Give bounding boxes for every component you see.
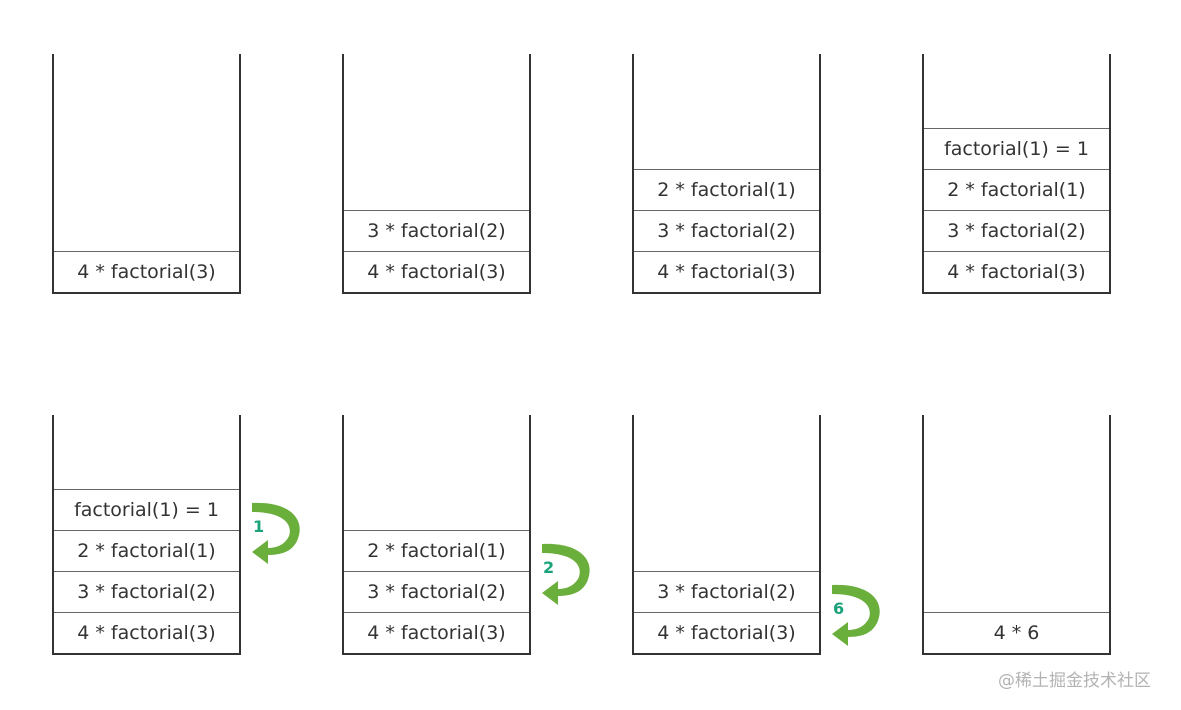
stack-frame: 2 * factorial(1) xyxy=(924,169,1109,210)
call-stack-3: 2 * factorial(1)3 * factorial(2)4 * fact… xyxy=(632,54,821,294)
stack-frame: 4 * factorial(3) xyxy=(634,251,819,292)
stack-frame: 2 * factorial(1) xyxy=(344,530,529,571)
return-value-label: 6 xyxy=(833,599,845,618)
return-arrow-body xyxy=(542,543,590,596)
call-stack-7: 3 * factorial(2)4 * factorial(3) xyxy=(632,415,821,655)
stack-frame: factorial(1) = 1 xyxy=(924,128,1109,169)
return-arrow-head xyxy=(252,540,268,564)
return-arrow-head xyxy=(542,581,558,605)
stack-frame: 4 * factorial(3) xyxy=(924,251,1109,292)
stack-frames: 2 * factorial(1)3 * factorial(2)4 * fact… xyxy=(634,169,819,292)
stack-frame: 3 * factorial(2) xyxy=(54,571,239,612)
stack-frame: 4 * factorial(3) xyxy=(634,612,819,653)
stack-frame: 3 * factorial(2) xyxy=(634,571,819,612)
stack-frame: 4 * factorial(3) xyxy=(54,612,239,653)
call-stack-6: 2 * factorial(1)3 * factorial(2)4 * fact… xyxy=(342,415,531,655)
stack-frames: 4 * factorial(3) xyxy=(54,251,239,292)
stack-frames: 3 * factorial(2)4 * factorial(3) xyxy=(634,571,819,653)
return-arrow-icon xyxy=(542,543,590,605)
stack-frame: factorial(1) = 1 xyxy=(54,489,239,530)
stack-frame: 4 * 6 xyxy=(924,612,1109,653)
return-arrow-icon xyxy=(832,584,880,646)
call-stack-2: 3 * factorial(2)4 * factorial(3) xyxy=(342,54,531,294)
return-arrow-head xyxy=(832,622,848,646)
stack-frame: 3 * factorial(2) xyxy=(344,210,529,251)
stack-frame: 4 * factorial(3) xyxy=(344,612,529,653)
return-value-label: 2 xyxy=(543,558,555,577)
stack-frame: 4 * factorial(3) xyxy=(344,251,529,292)
stack-frame: 3 * factorial(2) xyxy=(634,210,819,251)
return-arrow-body xyxy=(832,584,880,637)
stack-frame: 3 * factorial(2) xyxy=(924,210,1109,251)
watermark: @稀土掘金技术社区 xyxy=(998,671,1151,691)
return-value-label: 1 xyxy=(253,517,265,536)
stack-frame: 3 * factorial(2) xyxy=(344,571,529,612)
stack-frames: 3 * factorial(2)4 * factorial(3) xyxy=(344,210,529,292)
return-arrow-icon xyxy=(252,502,300,564)
stack-frame: 2 * factorial(1) xyxy=(54,530,239,571)
stack-frames: 2 * factorial(1)3 * factorial(2)4 * fact… xyxy=(344,530,529,653)
stack-frames: 4 * 6 xyxy=(924,612,1109,653)
return-arrow-body xyxy=(252,502,300,555)
stack-frame: 4 * factorial(3) xyxy=(54,251,239,292)
stack-frame: 2 * factorial(1) xyxy=(634,169,819,210)
call-stack-1: 4 * factorial(3) xyxy=(52,54,241,294)
call-stack-8: 4 * 6 xyxy=(922,415,1111,655)
